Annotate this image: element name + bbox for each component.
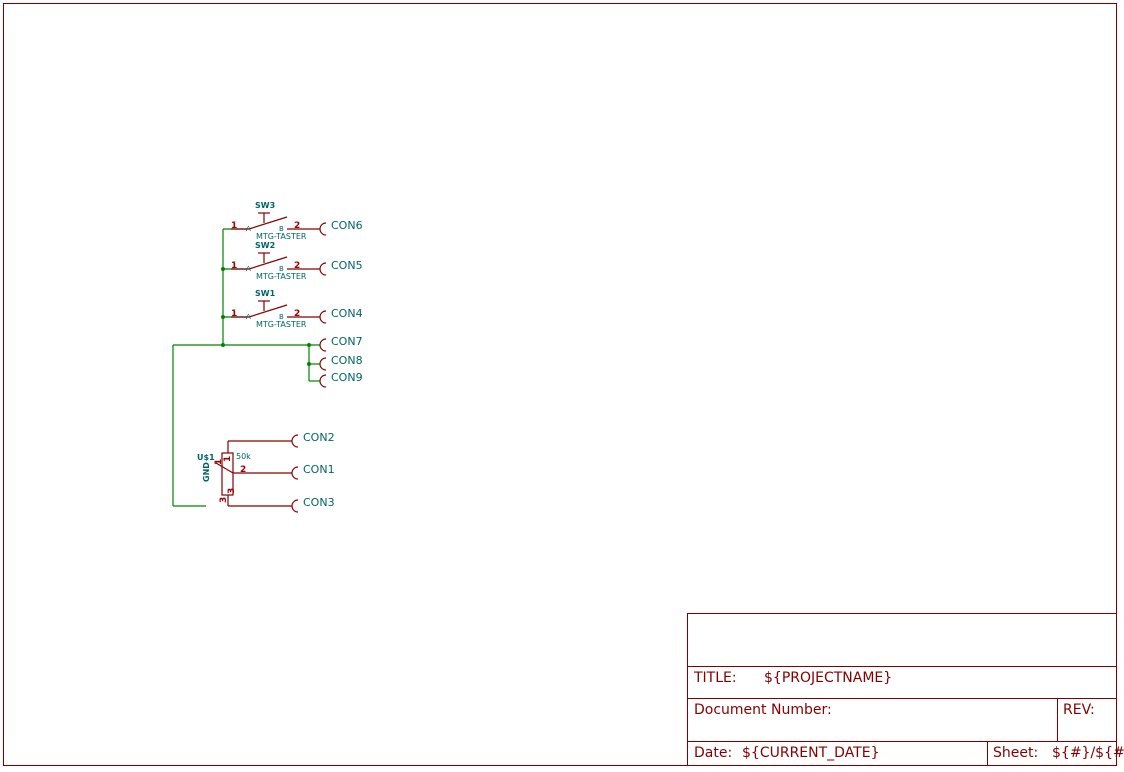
pot-pin1b: 1 bbox=[223, 456, 233, 462]
sw2-ref: SW2 bbox=[255, 241, 275, 250]
sw3-pinb: B bbox=[279, 225, 284, 233]
pot-pin3b: 3 bbox=[227, 488, 237, 494]
sw1-pin2: 2 bbox=[294, 309, 300, 319]
sw1-ref: SW1 bbox=[255, 289, 276, 298]
title-value: ${PROJECTNAME} bbox=[764, 670, 892, 686]
sw3-pin1: 1 bbox=[231, 221, 237, 231]
svg-text:CON1: CON1 bbox=[303, 463, 335, 476]
sw3-ref: SW3 bbox=[255, 201, 275, 210]
connector-con5: CON5 bbox=[319, 259, 363, 276]
connector-con3: CON3 bbox=[291, 496, 335, 513]
sw3-pina: A bbox=[246, 225, 251, 233]
sw2-pin2: 2 bbox=[294, 261, 300, 271]
connector-con9: CON9 bbox=[319, 371, 363, 388]
connector-con2: CON2 bbox=[291, 431, 335, 448]
date-value: ${CURRENT_DATE} bbox=[742, 745, 880, 761]
document-number-label: Document Number: bbox=[694, 702, 832, 718]
sw1-pina: A bbox=[246, 313, 251, 321]
pot-pin3: 3 bbox=[219, 497, 229, 503]
sw1-value: MTG-TASTER bbox=[256, 320, 307, 329]
svg-text:CON8: CON8 bbox=[331, 354, 363, 367]
sheet-frame bbox=[3, 3, 1117, 766]
connector-con1: CON1 bbox=[291, 463, 335, 480]
pot-pin2: 2 bbox=[240, 465, 246, 475]
sw2-pin1: 1 bbox=[231, 261, 237, 271]
svg-text:CON5: CON5 bbox=[331, 259, 363, 272]
sw2-value: MTG-TASTER bbox=[256, 272, 307, 281]
connector-con7: CON7 bbox=[319, 335, 363, 352]
svg-text:CON2: CON2 bbox=[303, 431, 335, 444]
rev-label: REV: bbox=[1063, 702, 1095, 718]
svg-text:CON9: CON9 bbox=[331, 371, 363, 384]
switch-sw2: SW2 1 2 A B MTG-TASTER bbox=[231, 241, 320, 281]
junctions bbox=[221, 267, 311, 366]
connector-con8: CON8 bbox=[319, 354, 363, 371]
sw1-pinb: B bbox=[279, 313, 284, 321]
switch-sw3: SW3 1 2 A B MTG-TASTER bbox=[231, 201, 320, 241]
title-block: TITLE: ${PROJECTNAME} Document Number: R… bbox=[687, 613, 1124, 766]
svg-text:CON7: CON7 bbox=[331, 335, 363, 348]
sw3-pin2: 2 bbox=[294, 221, 300, 231]
sw2-pinb: B bbox=[279, 265, 284, 273]
connector-con4: CON4 bbox=[319, 307, 363, 324]
date-label: Date: bbox=[694, 745, 732, 761]
sheet-label: Sheet: bbox=[993, 745, 1038, 761]
potentiometer-u1: U$1 50k GND 1 1 2 3 3 bbox=[197, 440, 292, 507]
pot-gnd: GND bbox=[202, 462, 211, 482]
title-label: TITLE: bbox=[693, 670, 737, 686]
pot-value: 50k bbox=[236, 452, 251, 461]
sw2-pina: A bbox=[246, 265, 251, 273]
sw3-value: MTG-TASTER bbox=[256, 232, 307, 241]
pot-pin1: 1 bbox=[214, 459, 224, 465]
connector-con6: CON6 bbox=[319, 219, 363, 236]
svg-text:CON4: CON4 bbox=[331, 307, 363, 320]
svg-text:CON6: CON6 bbox=[331, 219, 363, 232]
pot-ref: U$1 bbox=[197, 453, 215, 462]
sheet-value: ${#}/${##} bbox=[1052, 745, 1124, 761]
switch-sw1: SW1 1 2 A B MTG-TASTER bbox=[231, 289, 320, 329]
svg-text:CON3: CON3 bbox=[303, 496, 335, 509]
sw1-pin1: 1 bbox=[231, 309, 237, 319]
